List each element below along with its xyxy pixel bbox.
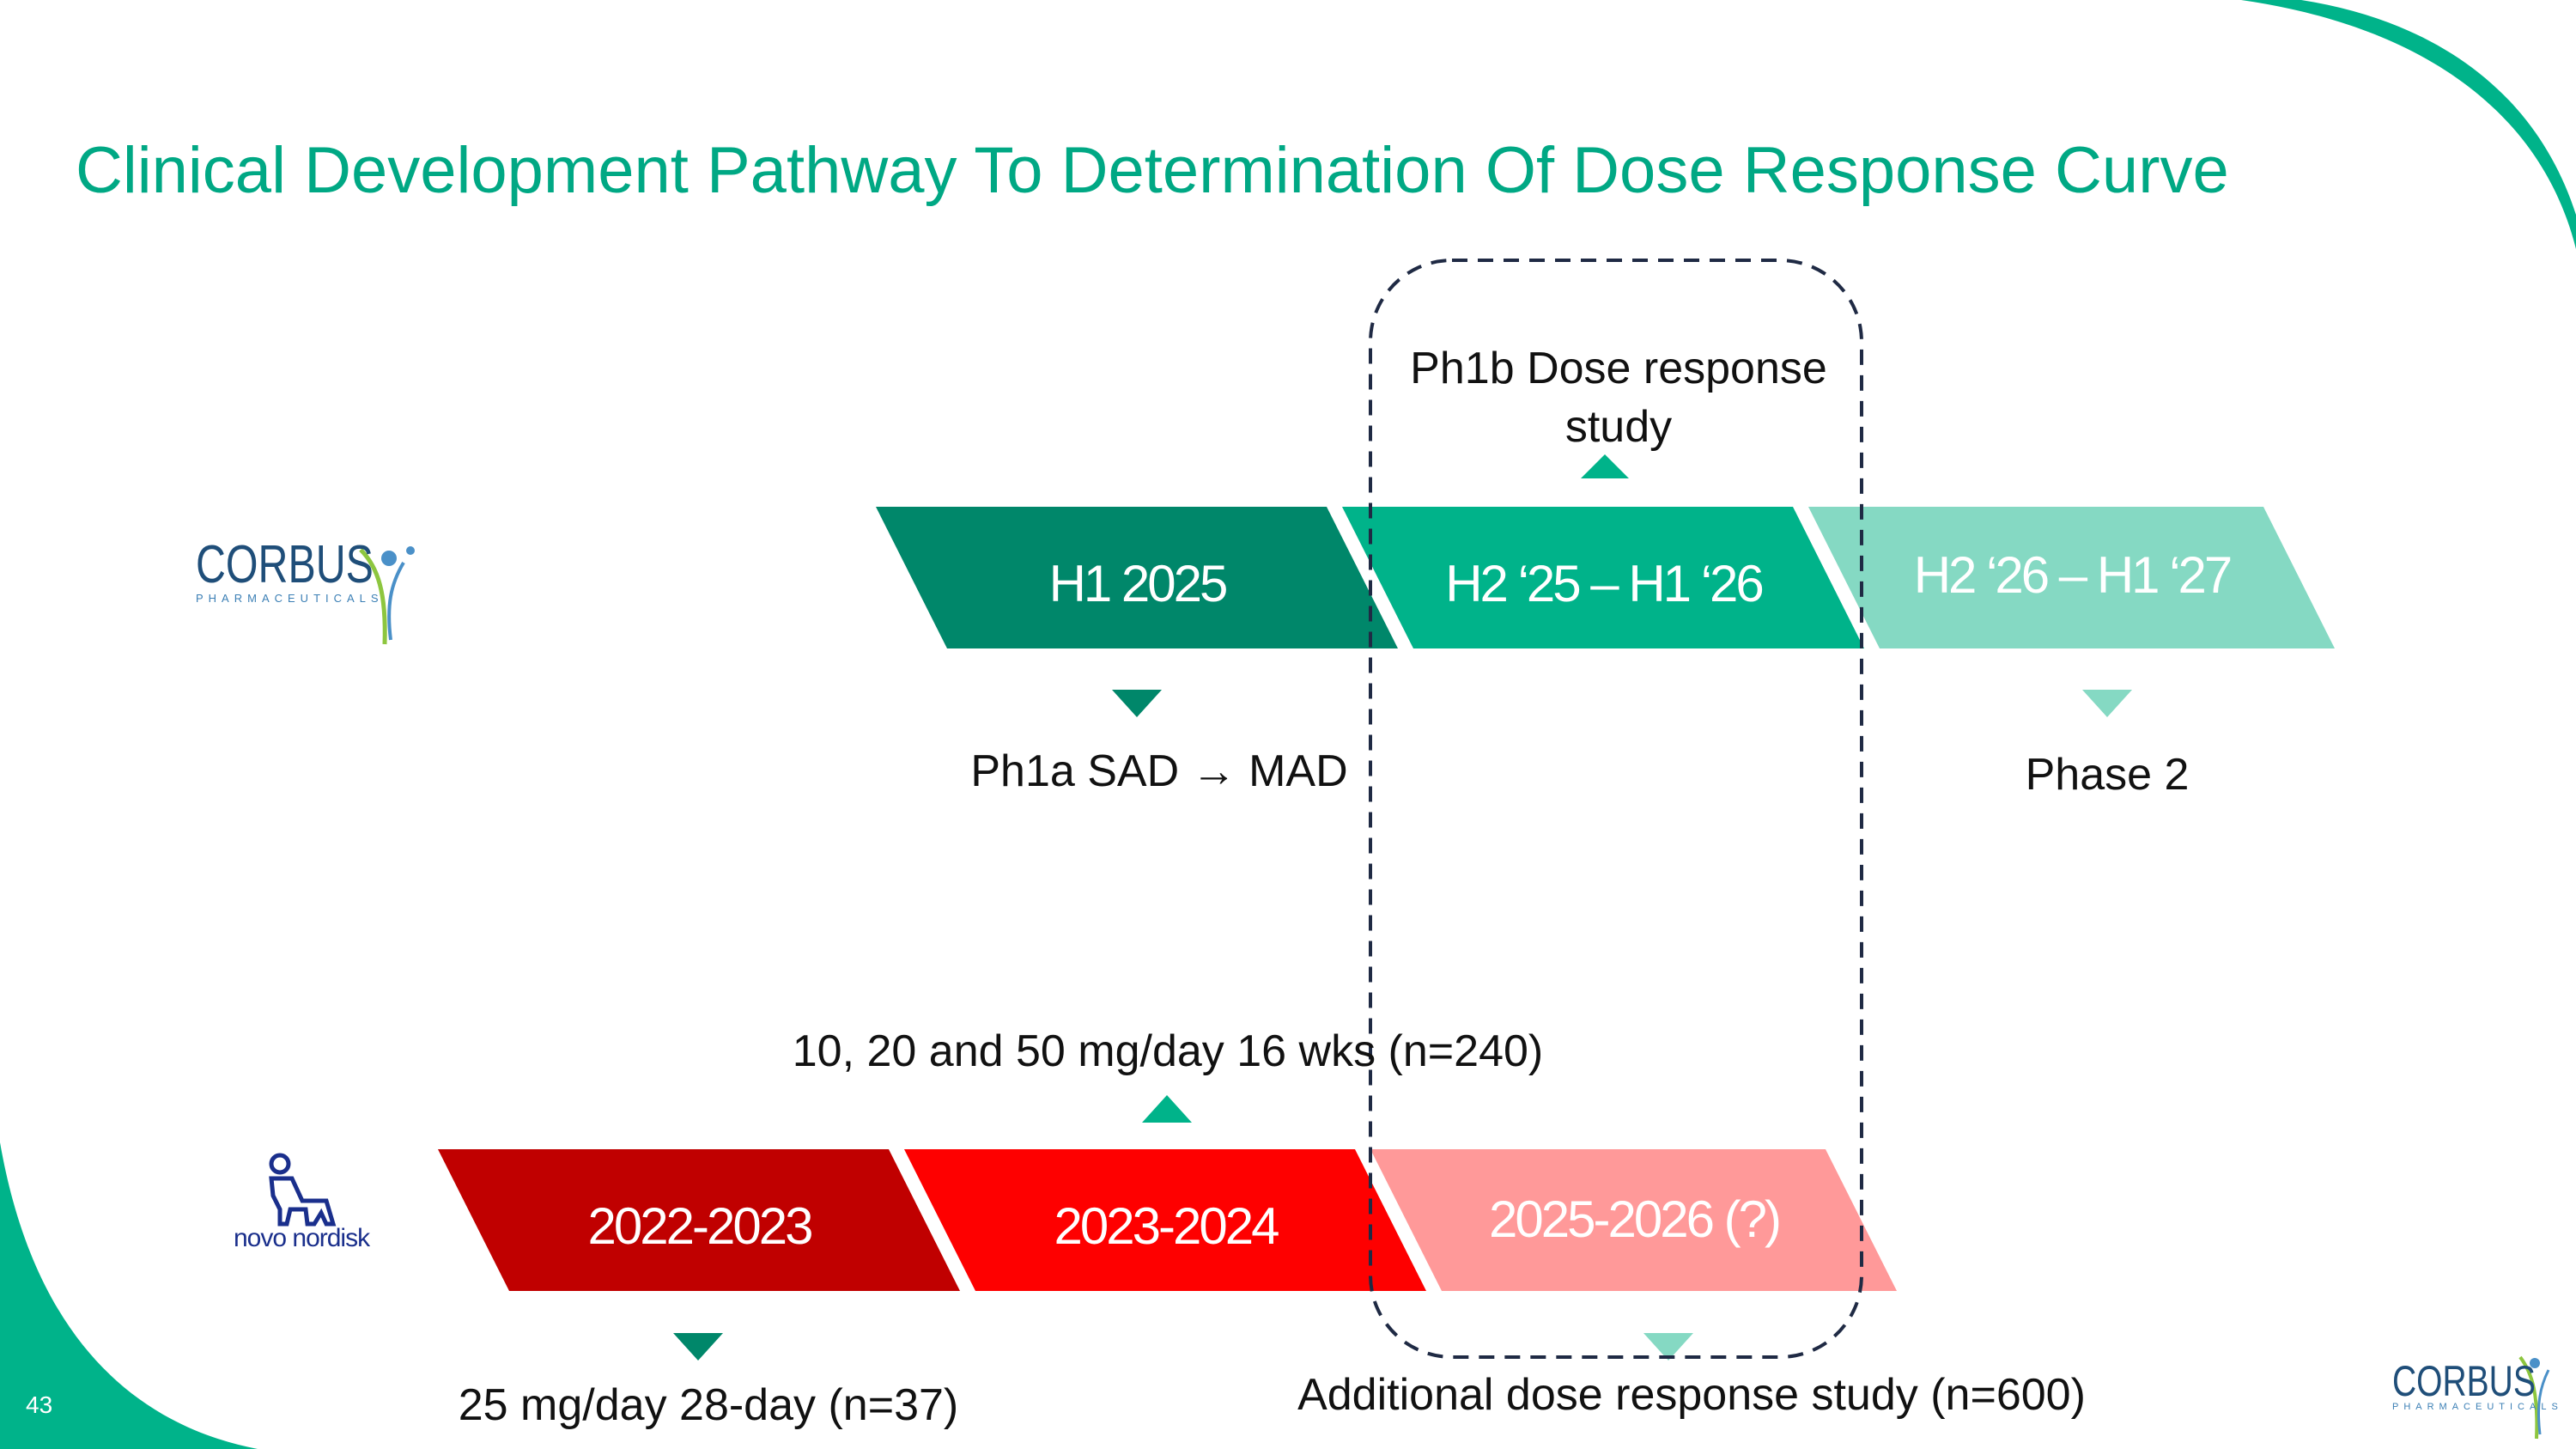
corbus-below-label-2: Phase 2 [2025, 750, 2190, 800]
corbus-logo-subtext: PHARMACEUTICALS [196, 592, 384, 605]
corbus-segment-1-shape [876, 507, 1398, 648]
novo-bull-icon [269, 1153, 337, 1227]
novo-below-label-2: Additional dose response study (n=600) [1297, 1370, 2086, 1420]
corbus-below-label-1: Ph1a SAD → MAD [970, 746, 1348, 796]
novo-above-marker [1142, 1095, 1192, 1123]
novo-segment-3-shape [1370, 1149, 1897, 1291]
novo-above-label: 10, 20 and 50 mg/day 16 wks (n=240) [792, 1026, 1544, 1076]
novo-segment-1-shape [438, 1149, 960, 1291]
novo-segment-1: 2022-2023 [587, 1197, 814, 1255]
novo-segment-3: 2025-2026 (?) [1489, 1190, 1782, 1248]
footer-logo-figure [2518, 1355, 2550, 1440]
footer-logo-text: CORBUS [2392, 1357, 2536, 1405]
novo-logo-text: novo nordisk [234, 1224, 370, 1252]
footer-logo-subtext: PHARMACEUTICALS [2392, 1402, 2563, 1412]
novo-nordisk-logo: novo nordisk [234, 1224, 370, 1253]
novo-segment-2: 2023-2024 [1054, 1197, 1280, 1255]
novo-below-marker-1 [673, 1333, 723, 1361]
novo-segment-2-shape [904, 1149, 1426, 1291]
corbus-logo-figure [359, 546, 415, 645]
corbus-segment-1: H1 2025 [1048, 555, 1229, 612]
corbus-segment-3-shape [1808, 507, 2335, 648]
corbus-below-marker-1 [1112, 690, 1162, 717]
page-title: Clinical Development Pathway To Determin… [76, 134, 2229, 207]
corbus-below-marker-2 [2082, 690, 2132, 717]
top-right-swoosh [2241, 0, 2576, 249]
bottom-left-swoosh [0, 1142, 258, 1449]
corbus-segment-2-shape [1342, 507, 1864, 648]
novo-below-label-1: 25 mg/day 28-day (n=37) [458, 1380, 959, 1430]
corbus-above-label: Ph1b Dose response study [1410, 344, 1827, 452]
footer-corbus-logo: CORBUS PHARMACEUTICALS [2392, 1359, 2576, 1412]
corbus-segment-3: H2 ‘26 – H1 ‘27 [1913, 546, 2233, 604]
corbus-above-marker [1581, 454, 1629, 478]
corbus-logo: CORBUS PHARMACEUTICALS [196, 535, 423, 606]
dashed-highlight-box [1369, 259, 1863, 1359]
page-number: 43 [26, 1391, 53, 1418]
corbus-segment-2: H2 ‘25 – H1 ‘26 [1445, 555, 1765, 612]
novo-below-marker-2 [1643, 1333, 1693, 1361]
corbus-logo-text: CORBUS [196, 535, 374, 594]
